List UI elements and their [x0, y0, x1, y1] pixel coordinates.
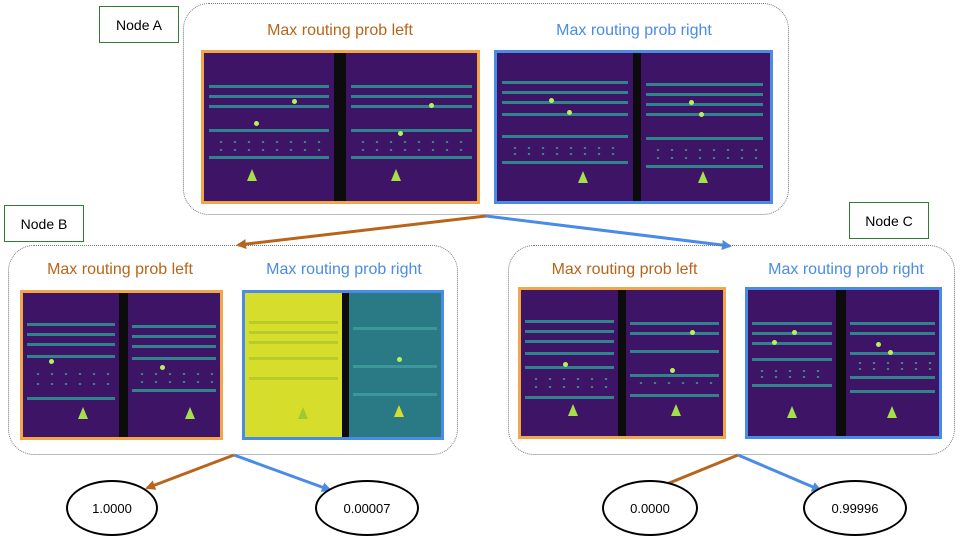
node-a-label: Node A — [99, 6, 179, 43]
player-ship — [787, 406, 797, 418]
game-frame-bright — [245, 293, 342, 437]
player-ship — [887, 406, 897, 418]
game-frame — [626, 290, 723, 436]
node-a-group — [183, 3, 789, 215]
player-ship — [298, 407, 308, 419]
leaf-b-left: 1.0000 — [66, 480, 158, 536]
node-c-right-heading: Max routing prob right — [768, 261, 924, 278]
node-c-right-panel — [745, 287, 942, 439]
game-frame — [521, 290, 618, 436]
edge-b-to-left-leaf — [145, 453, 235, 490]
node-c-group — [508, 245, 955, 455]
leaf-c-right: 0.99996 — [803, 480, 907, 536]
game-frame — [23, 293, 119, 437]
game-frame — [497, 53, 633, 201]
node-a-left-heading: Max routing prob left — [267, 22, 413, 39]
edge-c-to-right-leaf — [737, 453, 822, 492]
leaf-b-right: 0.00007 — [315, 480, 419, 536]
node-b-label: Node B — [4, 205, 84, 242]
node-b-right-panel — [242, 290, 444, 440]
node-a-right-heading: Max routing prob right — [556, 22, 712, 39]
player-ship — [698, 171, 708, 183]
player-ship — [578, 171, 588, 183]
game-frame — [846, 290, 939, 436]
node-c-label: Node C — [849, 202, 929, 239]
player-ship — [394, 405, 404, 417]
game-frame — [128, 293, 220, 437]
node-c-left-heading: Max routing prob left — [551, 261, 698, 278]
player-ship — [185, 407, 195, 419]
edge-b-to-right-leaf — [233, 453, 332, 492]
node-b-left-heading: Max routing prob left — [47, 261, 193, 278]
edge-a-to-b — [236, 214, 487, 250]
node-a-right-panel — [494, 50, 773, 204]
node-c-left-panel — [518, 287, 726, 439]
game-frame — [346, 53, 477, 201]
node-b-group — [8, 245, 458, 455]
player-ship — [78, 407, 88, 419]
game-frame — [748, 290, 836, 436]
node-b-right-heading: Max routing prob right — [266, 261, 422, 278]
node-b-left-panel — [20, 290, 223, 440]
player-ship — [671, 404, 681, 416]
game-frame — [641, 53, 768, 201]
node-a-left-panel — [201, 50, 480, 204]
player-ship — [247, 169, 257, 181]
player-ship — [568, 404, 578, 416]
game-frame — [204, 53, 334, 201]
edge-a-to-c — [485, 214, 732, 250]
leaf-c-left: 0.0000 — [602, 480, 698, 536]
game-frame-teal — [349, 293, 441, 437]
player-ship — [391, 169, 401, 181]
